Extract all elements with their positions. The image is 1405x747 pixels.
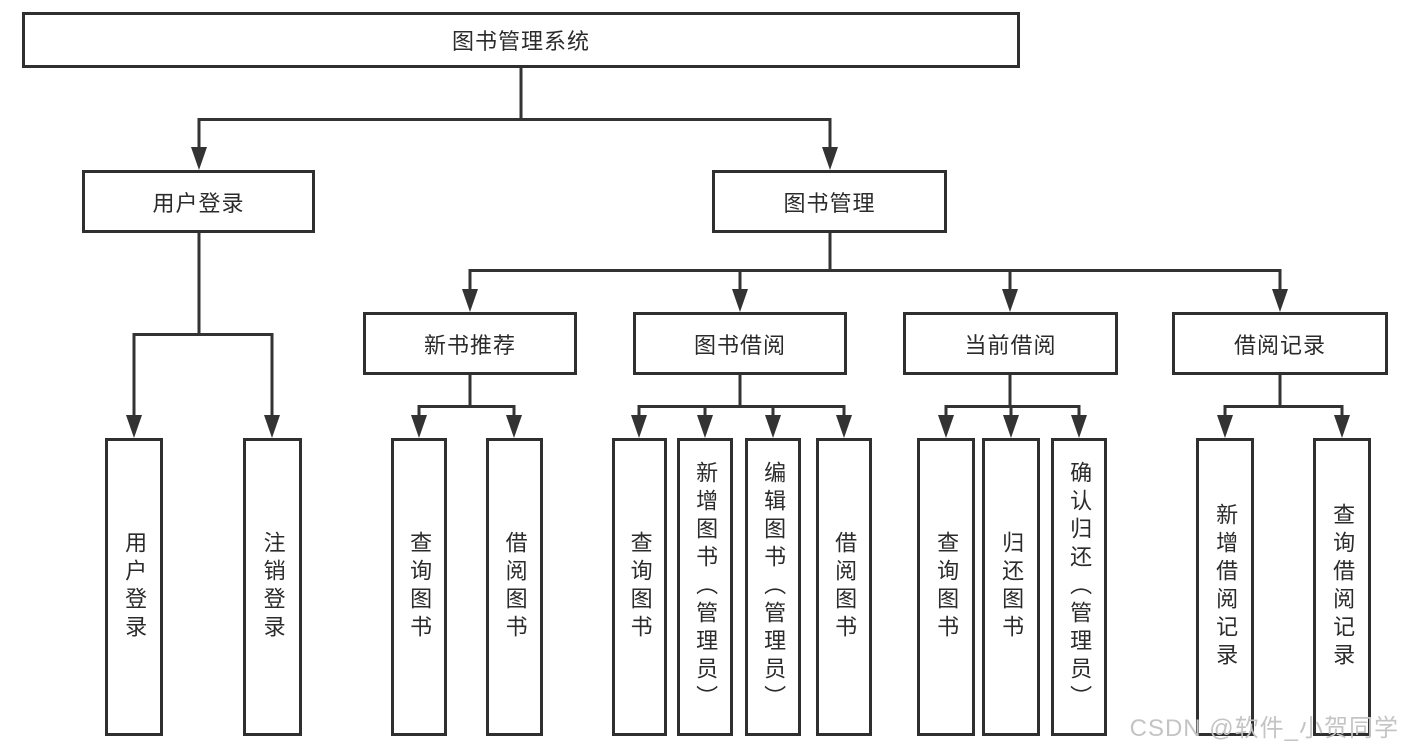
leaf-label: 归还图书: [999, 531, 1025, 643]
node-borrow-record: 借阅记录: [1172, 312, 1388, 375]
node-label: 用户登录: [152, 190, 245, 216]
leaf-label: 注销登录: [260, 531, 286, 643]
arrowheads: [126, 147, 1350, 438]
leaf-label: 新增图书（管理员）: [693, 461, 719, 713]
leaf-label: 查询借阅记录: [1330, 503, 1356, 671]
leaf-current-confirm-return-admin: 确认归还（管理员）: [1051, 438, 1107, 736]
leaf-record-query-borrow-record: 查询借阅记录: [1313, 438, 1371, 736]
leaf-label: 用户登录: [122, 531, 148, 643]
leaf-borrow-query-books: 查询图书: [612, 438, 667, 736]
leaf-label: 确认归还（管理员）: [1067, 461, 1093, 713]
leaf-label: 借阅图书: [502, 531, 528, 643]
leaf-current-query-books: 查询图书: [917, 438, 975, 736]
leaf-borrow-borrow-books: 借阅图书: [816, 438, 872, 736]
node-book-management: 图书管理: [712, 170, 947, 233]
node-label: 当前借阅: [964, 332, 1057, 358]
leaf-newbook-query-books: 查询图书: [391, 438, 447, 736]
leaf-label: 借阅图书: [832, 531, 858, 643]
node-label: 图书借阅: [693, 332, 786, 358]
node-label: 新书推荐: [423, 332, 516, 358]
leaf-label: 查询图书: [934, 531, 960, 643]
node-current-borrow: 当前借阅: [903, 312, 1118, 375]
leaf-record-add-borrow-record: 新增借阅记录: [1196, 438, 1254, 736]
node-label: 图书管理系统: [451, 29, 590, 54]
leaf-current-return-books: 归还图书: [982, 438, 1040, 736]
node-label: 图书管理: [783, 190, 876, 216]
leaf-user-login: 用户登录: [105, 438, 163, 736]
watermark-text: CSDN @软件_小贺同学: [1129, 715, 1399, 742]
leaf-label: 编辑图书（管理员）: [761, 461, 787, 713]
leaf-label: 新增借阅记录: [1213, 503, 1239, 671]
node-user-login: 用户登录: [82, 170, 315, 233]
node-library-management-system: 图书管理系统: [22, 12, 1020, 68]
leaf-borrow-add-books-admin: 新增图书（管理员）: [677, 438, 733, 736]
node-label: 借阅记录: [1233, 332, 1326, 358]
leaf-label: 查询图书: [627, 531, 653, 643]
node-new-book-recommend: 新书推荐: [363, 312, 577, 375]
leaf-borrow-edit-books-admin: 编辑图书（管理员）: [745, 438, 801, 736]
node-book-borrow: 图书借阅: [633, 312, 847, 375]
leaf-label: 查询图书: [407, 531, 433, 643]
leaf-newbook-borrow-books: 借阅图书: [486, 438, 543, 736]
leaf-logout-login: 注销登录: [243, 438, 302, 736]
